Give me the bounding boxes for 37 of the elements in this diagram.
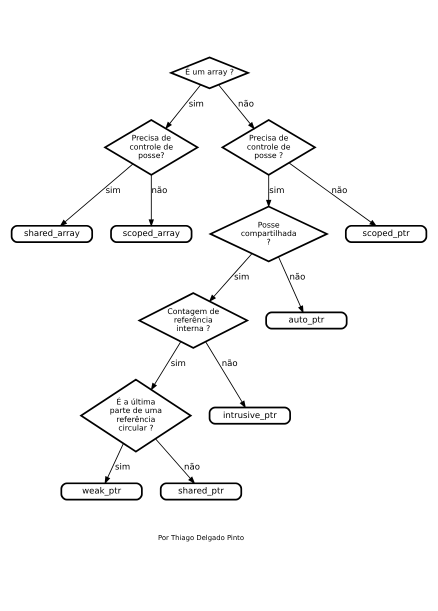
arrow: [266, 174, 272, 208]
arrow: [278, 256, 304, 314]
edge-label: não: [238, 99, 254, 110]
arrow: [218, 84, 255, 130]
arrow: [205, 341, 246, 408]
edge-label: não: [222, 358, 238, 369]
arrow: [104, 443, 124, 484]
node-box: scoped_ptr: [344, 224, 428, 243]
edge-label: sim: [269, 186, 284, 196]
edge-label: não: [184, 462, 200, 473]
edge-label: não: [289, 272, 306, 282]
arrow: [288, 162, 378, 227]
node-box: shared_ptr: [160, 482, 242, 500]
node-box: weak_ptr: [60, 482, 143, 500]
edge-label: sim: [170, 358, 186, 369]
node-diamond: É um array ?: [168, 56, 250, 90]
edge-label: sim: [106, 186, 121, 196]
node-box: auto_ptr: [265, 312, 348, 330]
edge-label: sim: [234, 272, 250, 282]
arrow: [165, 84, 202, 130]
edge-label: não: [152, 186, 168, 196]
node-diamond: Contagem de referência interna ?: [137, 292, 250, 349]
arrow: [148, 174, 154, 228]
node-box: shared_array: [10, 224, 94, 243]
edge-label: não: [331, 186, 348, 196]
arrow: [150, 341, 182, 391]
edge-label: sim: [115, 462, 130, 473]
node-box: scoped_array: [110, 224, 192, 243]
arrow: [60, 164, 134, 227]
node-diamond: Precisa de controle de posse ?: [220, 118, 317, 176]
node-diamond: É a última parte de uma referência circular ?: [79, 378, 192, 453]
node-diamond: Posse compartilhada ?: [208, 206, 329, 262]
edge-label: sim: [188, 99, 204, 110]
arrow: [155, 438, 196, 484]
arrow: [208, 253, 252, 302]
node-diamond: Precisa de controle de posse?: [103, 118, 200, 176]
node-box: intrusive_ptr: [208, 406, 291, 425]
